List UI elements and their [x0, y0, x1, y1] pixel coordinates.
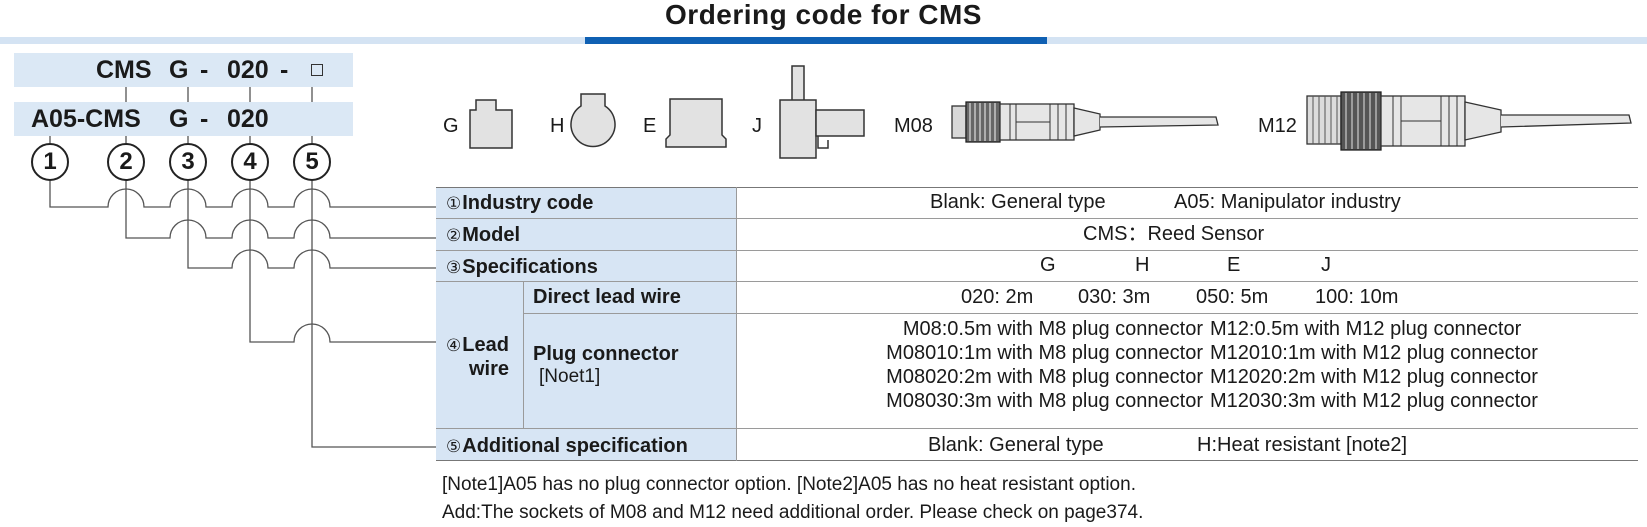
- row-label-lead-wire-2: wire: [469, 358, 510, 380]
- direct-value-030: 030: 3m: [1078, 286, 1151, 308]
- note-line-2: Add:The sockets of M08 and M12 need addi…: [442, 502, 1144, 523]
- industry-value-blank: Blank: General type: [930, 191, 1106, 213]
- industry-value-a05: A05: Manipulator industry: [1174, 191, 1401, 213]
- code-segment-spec: G: [169, 105, 189, 133]
- code-segment-model: CMS: [96, 56, 152, 84]
- code-segment-industry-model: A05-CMS: [31, 105, 141, 133]
- plug-m8-option: M08:0.5m with M8 plug connector: [902, 318, 1203, 340]
- type-label-e: E: [643, 115, 657, 137]
- row-label-model: ②Model: [446, 224, 521, 246]
- connector-h-icon: [570, 93, 616, 148]
- connector-e-icon: [665, 98, 727, 148]
- row-label-lead-wire: ④Lead: [446, 334, 509, 356]
- spec-value-h: H: [1135, 254, 1150, 276]
- row-label-industry-code: ①Industry code: [446, 192, 594, 214]
- type-label-g: G: [443, 115, 459, 137]
- ordering-code-table: ①Industry code Blank: General type A05: …: [436, 187, 1638, 461]
- direct-value-020: 020: 2m: [961, 286, 1034, 308]
- page-title: Ordering code for CMS: [665, 0, 982, 30]
- direct-value-100: 100: 10m: [1315, 286, 1399, 308]
- connector-g-icon: [469, 99, 513, 149]
- type-label-m12: M12: [1258, 115, 1297, 137]
- code-dash: -: [280, 56, 289, 84]
- spec-value-e: E: [1227, 254, 1241, 276]
- code-example-manipulator: A05-CMS G - 020: [14, 102, 353, 136]
- row-label-additional-specification: ⑤Additional specification: [446, 435, 688, 457]
- plug-connector-note: [Noet1]: [539, 366, 601, 387]
- connector-j-icon: [779, 65, 865, 159]
- spec-value-j: J: [1321, 254, 1331, 276]
- plug-m12-option: M12030:3m with M12 plug connector: [1210, 390, 1538, 412]
- plug-m8-option: M08030:3m with M8 plug connector: [886, 390, 1203, 412]
- note-line-1: [Note1]A05 has no plug connector option.…: [442, 474, 1136, 495]
- connector-m08-icon: [951, 101, 1219, 143]
- code-segment-spec: G: [169, 56, 189, 84]
- code-example-standard: CMS G - 020 -: [14, 53, 353, 87]
- direct-value-050: 050: 5m: [1196, 286, 1269, 308]
- empty-box-icon: [311, 64, 323, 76]
- position-number-1: 1: [31, 143, 69, 181]
- additional-value-blank: Blank: General type: [928, 434, 1104, 456]
- plug-m8-option: M08020:2m with M8 plug connector: [886, 366, 1203, 388]
- position-number-5: 5: [293, 143, 331, 181]
- code-segment-lead: 020: [227, 105, 269, 133]
- spec-value-g: G: [1040, 254, 1056, 276]
- plug-m12-option: M12010:1m with M12 plug connector: [1210, 342, 1538, 364]
- plug-m12-option: M12:0.5m with M12 plug connector: [1210, 318, 1522, 340]
- connector-m12-icon: [1306, 91, 1632, 151]
- code-segment-lead: 020: [227, 56, 269, 84]
- plug-m8-option: M08010:1m with M8 plug connector: [886, 342, 1203, 364]
- sub-label-plug-connector: Plug connector: [533, 343, 679, 365]
- table-header-column: [436, 187, 736, 461]
- code-dash: -: [200, 105, 209, 133]
- type-label-m08: M08: [894, 115, 933, 137]
- plug-m12-option: M12020:2m with M12 plug connector: [1210, 366, 1538, 388]
- title-underline-accent: [585, 37, 1047, 44]
- position-number-4: 4: [231, 143, 269, 181]
- type-label-j: J: [752, 115, 762, 137]
- model-value: CMS：Reed Sensor: [1083, 223, 1265, 245]
- position-number-2: 2: [107, 143, 145, 181]
- additional-value-heat-resistant: H:Heat resistant [note2]: [1197, 434, 1408, 456]
- code-dash: -: [200, 56, 209, 84]
- position-number-3: 3: [169, 143, 207, 181]
- type-label-h: H: [550, 115, 565, 137]
- sub-label-direct-lead-wire: Direct lead wire: [533, 286, 681, 308]
- row-label-specifications: ③Specifications: [446, 256, 598, 278]
